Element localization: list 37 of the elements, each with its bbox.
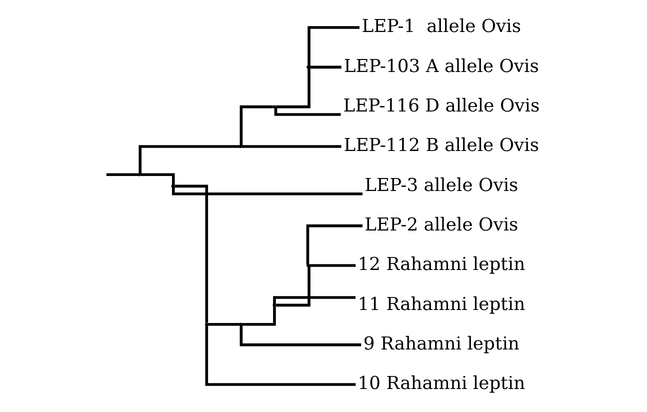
node-point (238, 322, 242, 326)
node-point (205, 322, 208, 326)
node-text: 9 Rahamni leptin (363, 334, 520, 355)
node-text: LEP-112 B allele Ovis (344, 135, 540, 156)
connector (138, 145, 240, 175)
node-point (272, 304, 276, 307)
connector (308, 26, 360, 68)
node-point (272, 105, 276, 108)
connector (106, 173, 138, 176)
connector (310, 264, 356, 267)
node-text: 11 Rahamni leptin (358, 294, 526, 315)
node-point (306, 264, 310, 268)
connector (242, 306, 276, 326)
connector (174, 184, 208, 323)
connector (240, 105, 273, 146)
connector (242, 145, 342, 148)
connector (276, 67, 310, 108)
connector (273, 296, 356, 304)
node-point (137, 173, 140, 176)
connector (140, 173, 175, 186)
node-text: LEP-1 allele Ovis (362, 16, 522, 38)
connector (205, 325, 356, 386)
connector (306, 224, 362, 264)
node-point (171, 184, 174, 188)
connector (240, 325, 362, 346)
node-text: LEP-3 allele Ovis (364, 174, 518, 196)
node-text: 12 Rahamni leptin (358, 254, 526, 276)
node-text: LEP-116 D allele Ovis (343, 96, 540, 117)
node-text: 10 Rahamni leptin (358, 373, 526, 394)
node-text: LEP-103 A allele Ovis (344, 56, 539, 77)
connector (310, 66, 342, 69)
connector (274, 106, 341, 116)
node-point (238, 144, 242, 148)
connector (276, 266, 310, 307)
connector (172, 186, 362, 196)
connector (208, 322, 240, 326)
node-text: LEP-2 allele Ovis (364, 214, 518, 236)
